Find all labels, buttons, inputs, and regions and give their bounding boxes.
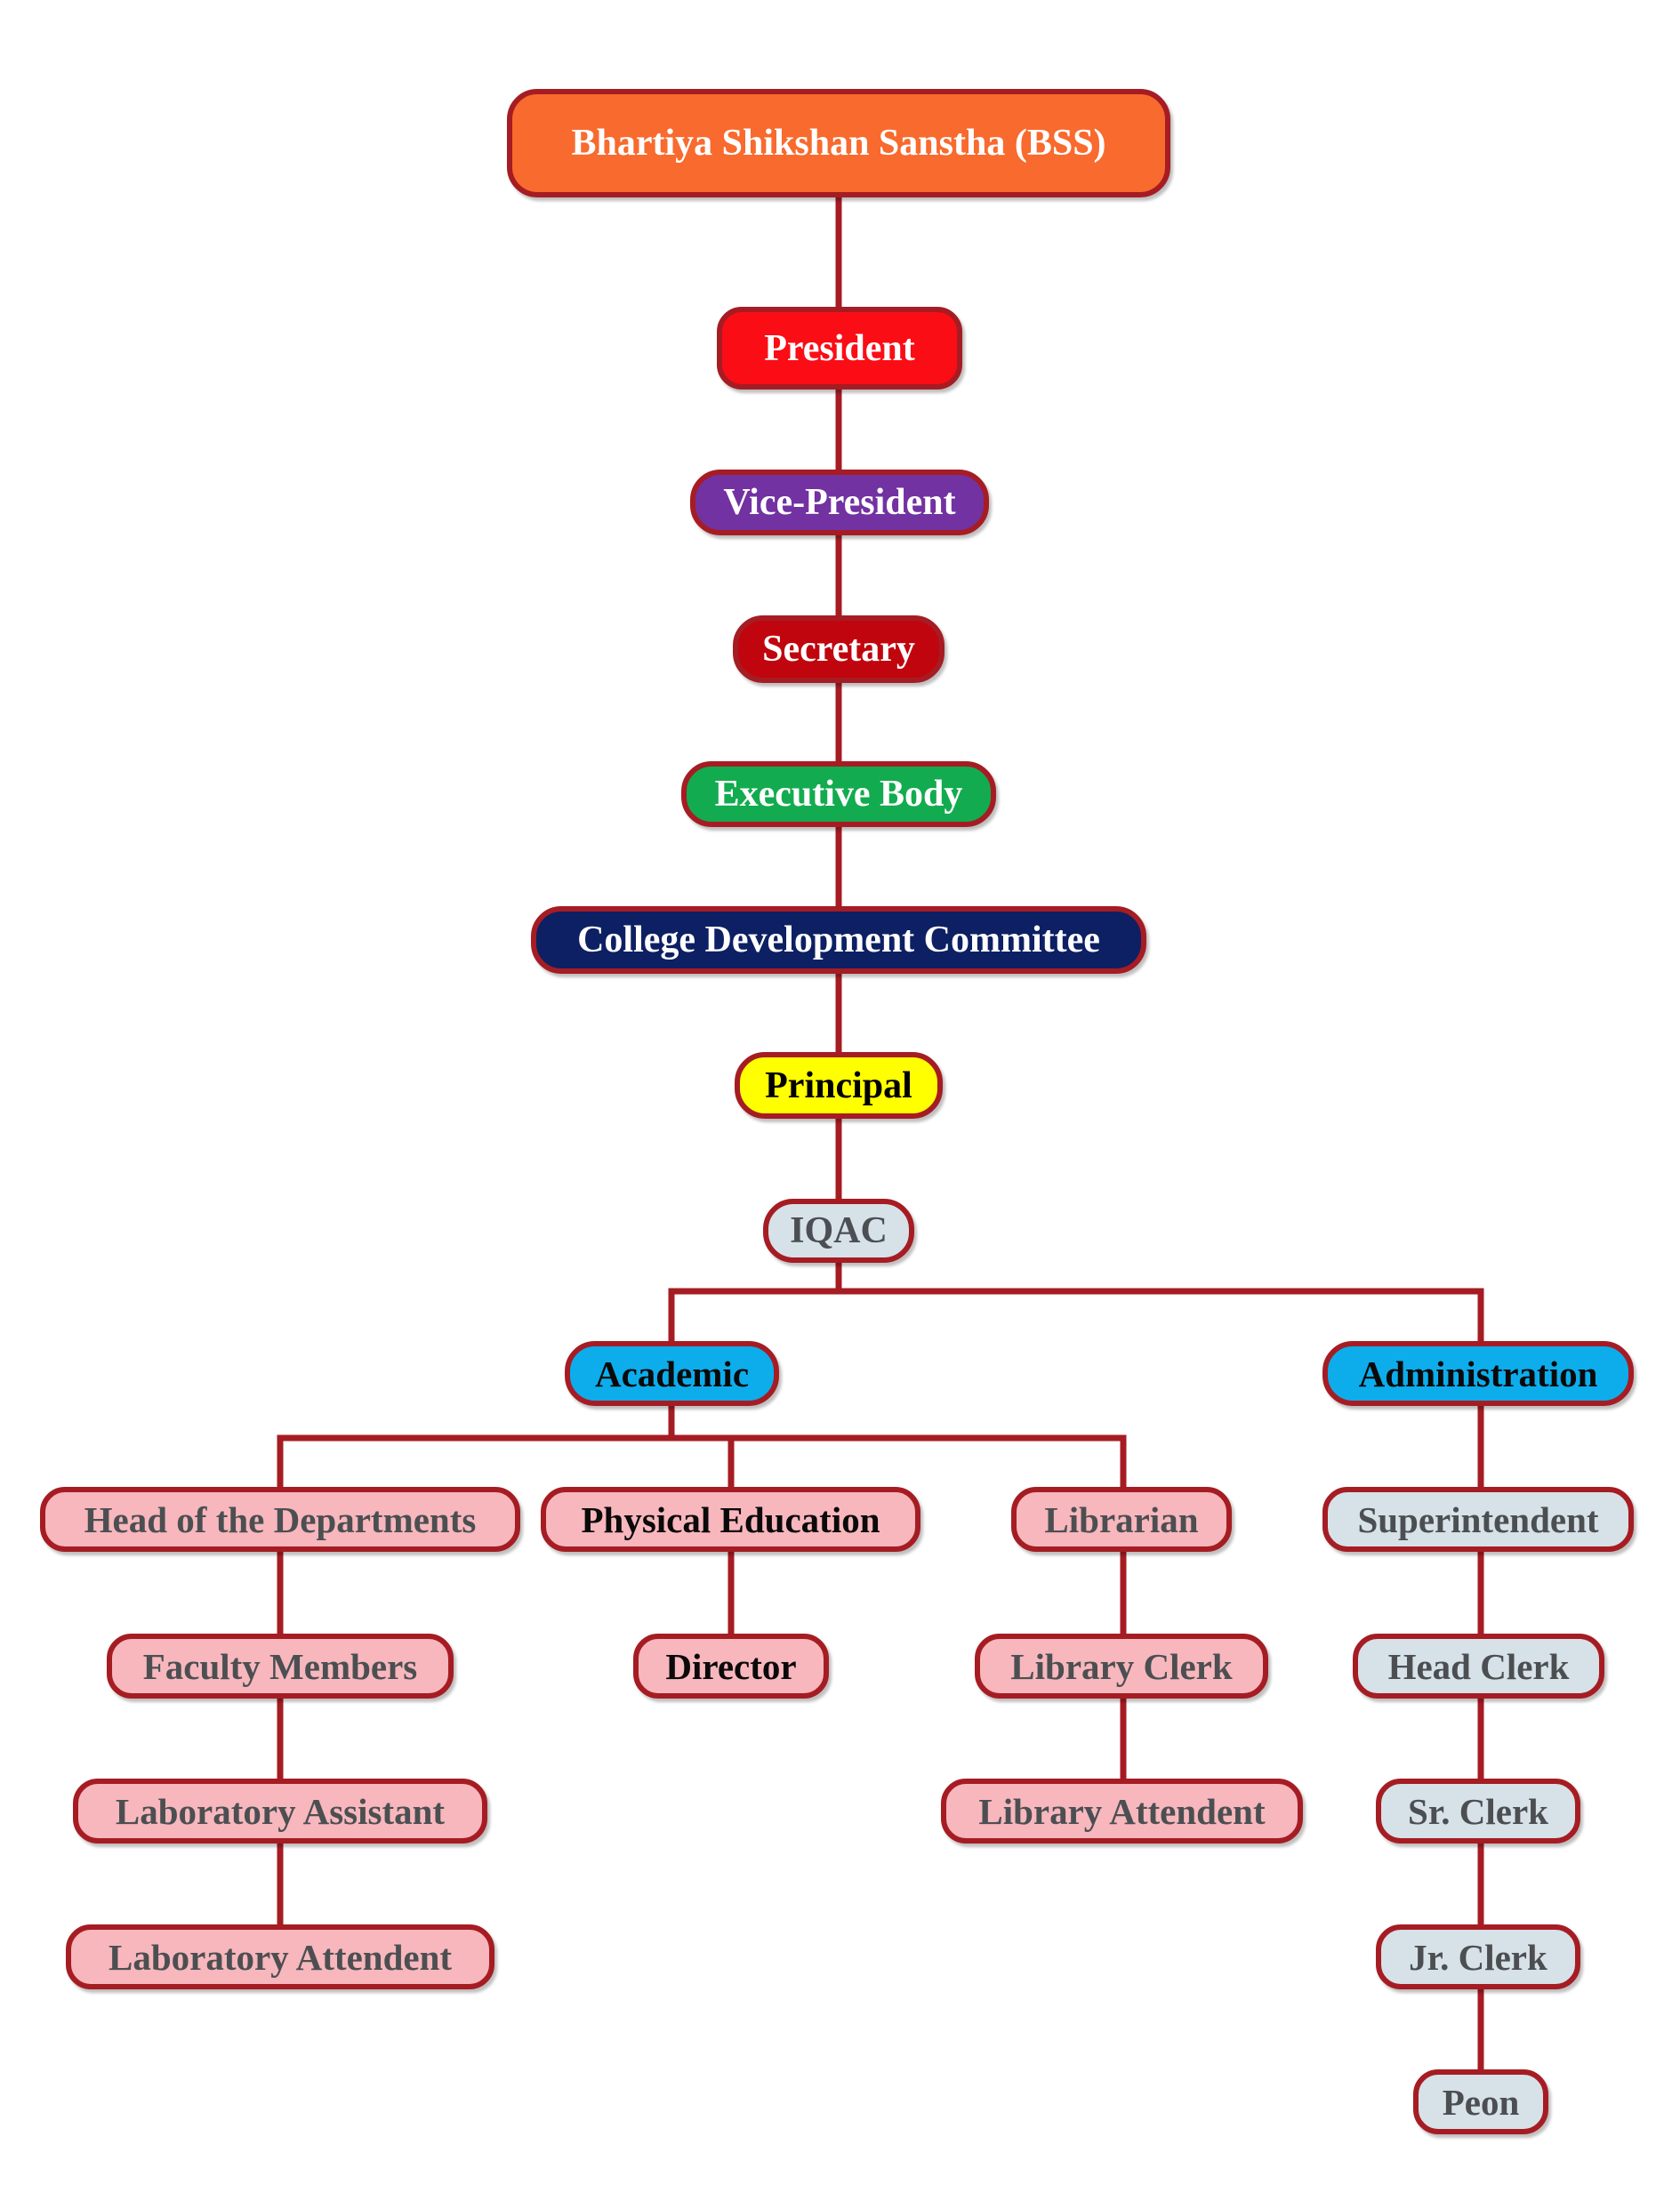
node-peon: Peon [1413, 2069, 1548, 2134]
node-director: Director [633, 1634, 829, 1699]
node-administration: Administration [1322, 1341, 1634, 1406]
node-head-of-departments: Head of the Departments [40, 1487, 520, 1552]
node-head-clerk: Head Clerk [1353, 1634, 1604, 1699]
node-physical-education: Physical Education [541, 1487, 920, 1552]
node-vice-president: Vice-President [690, 470, 989, 535]
node-executive-body: Executive Body [681, 761, 996, 827]
node-sr-clerk: Sr. Clerk [1376, 1779, 1580, 1844]
node-college-development-committee: College Development Committee [531, 906, 1146, 974]
node-superintendent: Superintendent [1322, 1487, 1634, 1552]
node-iqac: IQAC [763, 1199, 914, 1263]
node-principal: Principal [735, 1052, 943, 1119]
node-president: President [717, 307, 962, 390]
node-faculty-members: Faculty Members [107, 1634, 454, 1699]
node-library-attendent: Library Attendent [941, 1779, 1303, 1844]
node-laboratory-attendent: Laboratory Attendent [66, 1924, 494, 1989]
node-librarian: Librarian [1011, 1487, 1232, 1552]
node-academic: Academic [565, 1341, 779, 1406]
node-library-clerk: Library Clerk [975, 1634, 1268, 1699]
node-jr-clerk: Jr. Clerk [1376, 1924, 1580, 1989]
node-bss: Bhartiya Shikshan Sanstha (BSS) [507, 89, 1170, 197]
node-laboratory-assistant: Laboratory Assistant [73, 1779, 487, 1844]
node-secretary: Secretary [733, 615, 944, 683]
